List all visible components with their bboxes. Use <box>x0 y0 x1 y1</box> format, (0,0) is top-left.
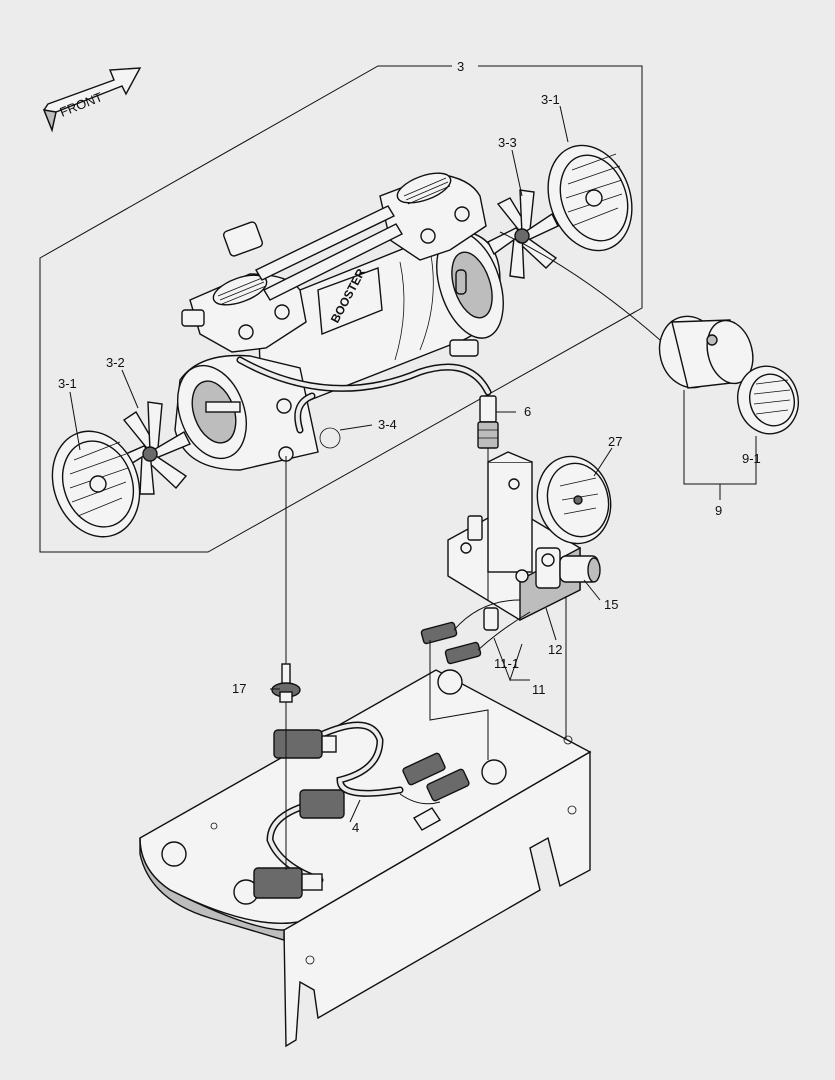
callout-27: 27 <box>608 434 622 449</box>
valve-block-assembly <box>447 451 601 622</box>
muffler-cap <box>737 365 799 435</box>
callout-6: 6 <box>524 404 531 419</box>
callout-4: 4 <box>352 820 359 835</box>
assembly-lines <box>285 448 567 870</box>
callout-11-1: 11-1 <box>494 656 519 671</box>
air-hose <box>236 231 661 434</box>
callout-3-2: 3-2 <box>106 355 125 370</box>
callout-3: 3 <box>457 59 464 74</box>
hose-fitting <box>477 395 499 449</box>
leader-lines <box>69 105 757 823</box>
callout-3-1-top: 3-1 <box>541 92 560 107</box>
pressure-gauge <box>536 455 612 545</box>
callout-3-1-left: 3-1 <box>58 376 77 391</box>
mounting-stud <box>271 663 301 703</box>
cylinder-heads <box>181 172 487 353</box>
left-fan-cover <box>51 430 141 538</box>
callout-3-3: 3-3 <box>498 135 517 150</box>
front-arrow: FRONT <box>42 67 142 133</box>
right-fan-cover <box>547 144 633 252</box>
wiring-harness <box>253 721 470 899</box>
left-fan-housing <box>174 354 341 471</box>
callout-15: 15 <box>604 597 618 612</box>
callout-labels: 3 3-1 3-3 3-2 3-1 3-4 6 9-1 9 27 15 12 1… <box>58 59 761 835</box>
muffler <box>658 315 754 389</box>
callout-3-4: 3-4 <box>378 417 397 432</box>
callout-12: 12 <box>548 642 562 657</box>
compressor-motor: BOOSTER <box>258 229 504 457</box>
callout-9-1: 9-1 <box>742 451 761 466</box>
callout-9: 9 <box>715 503 722 518</box>
callout-11: 11 <box>532 682 546 697</box>
solenoid-connectors <box>420 599 531 665</box>
callout-17: 17 <box>232 681 246 696</box>
subassembly-3-boundary <box>39 65 643 553</box>
